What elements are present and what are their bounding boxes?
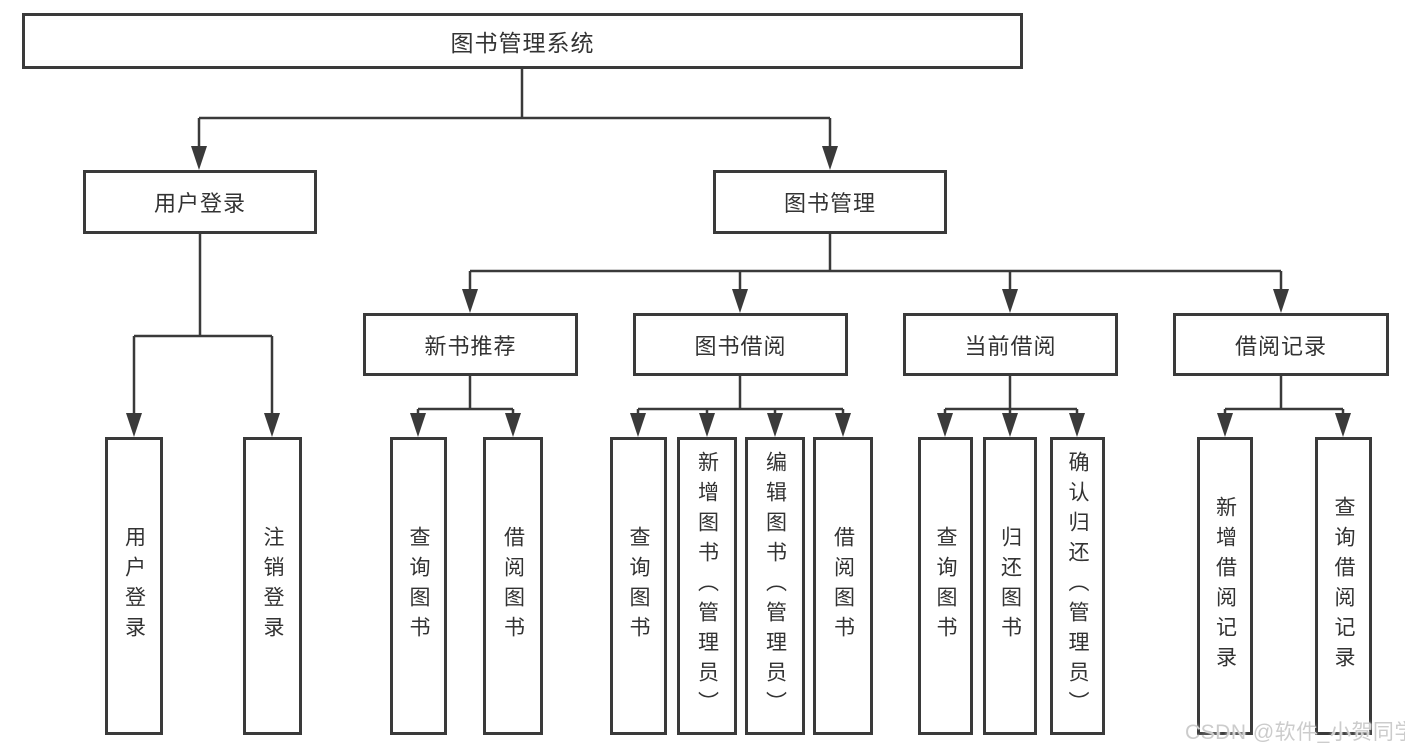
connector-book-management-sections [462,234,1289,313]
arrowhead-icon [732,289,748,313]
leaf-logout-login: 注销登录 [243,437,302,735]
node-label: 编辑图书（管理员） [763,451,787,721]
node-root: 图书管理系统 [22,13,1023,69]
arrowhead-icon [630,413,646,437]
node-current-borrowing: 当前借阅 [903,313,1118,376]
arrowhead-icon [822,146,838,170]
leaf-bb-borrow-books: 借阅图书 [813,437,873,735]
leaf-bb-add-books-admin: 新增图书（管理员） [677,437,737,735]
node-label: 新增借阅记录 [1213,496,1237,676]
leaf-nbr-query-books: 查询图书 [390,437,447,735]
arrowhead-icon [505,413,521,437]
arrowhead-icon [767,413,783,437]
leaf-nbr-borrow-books: 借阅图书 [483,437,543,735]
leaf-user-login: 用户登录 [105,437,163,735]
node-label: 图书管理 [783,191,876,216]
node-label: 归还图书 [998,526,1022,646]
node-user-login: 用户登录 [83,170,317,234]
arrowhead-icon [1217,413,1233,437]
leaf-br-query-borrow-record: 查询借阅记录 [1315,437,1372,735]
node-label: 确认归还（管理员） [1066,451,1089,721]
connector-book-borrowing-children [630,376,851,437]
node-label: 用户登录 [153,191,246,216]
node-book-borrowing: 图书借阅 [633,313,848,376]
leaf-bb-query-books: 查询图书 [610,437,667,735]
node-label: 借阅图书 [831,526,855,646]
leaf-bb-edit-books-admin: 编辑图书（管理员） [745,437,805,735]
connector-borrowing-records-children [1217,376,1351,437]
arrowhead-icon [1335,413,1351,437]
leaf-br-add-borrow-record: 新增借阅记录 [1197,437,1253,735]
node-label: 查询图书 [934,526,957,646]
node-label: 用户登录 [122,526,146,646]
node-label: 新增图书（管理员） [695,451,719,721]
node-label: 查询借阅记录 [1332,496,1355,676]
node-label: 当前借阅 [964,333,1057,359]
arrowhead-icon [410,413,426,437]
arrowhead-icon [191,146,207,170]
arrowhead-icon [462,289,478,313]
leaf-cb-query-books: 查询图书 [918,437,973,735]
arrowhead-icon [1002,413,1018,437]
node-label: 借阅图书 [501,526,525,646]
connector-current-borrowing-children [937,376,1085,437]
node-label: 查询图书 [627,526,650,646]
arrowhead-icon [699,413,715,437]
connector-root-to-level2 [191,68,838,170]
arrowhead-icon [835,413,851,437]
node-label: 新书推荐 [424,333,517,359]
node-book-management: 图书管理 [713,170,947,234]
arrowhead-icon [1002,289,1018,313]
csdn-watermark: CSDN @软件_小贺同学 [1185,721,1405,744]
arrowhead-icon [1069,413,1085,437]
leaf-cb-confirm-return-admin: 确认归还（管理员） [1050,437,1105,735]
node-label: 图书借阅 [694,333,787,359]
node-label: 注销登录 [261,526,284,646]
arrowhead-icon [1273,289,1289,313]
node-borrowing-records: 借阅记录 [1173,313,1389,376]
arrowhead-icon [937,413,953,437]
node-label: 图书管理系统 [450,30,595,56]
connector-new-book-recommend-children [410,376,521,437]
connector-user-login-children [126,234,280,437]
arrowhead-icon [126,413,142,437]
leaf-cb-return-books: 归还图书 [983,437,1037,735]
node-new-book-recommend: 新书推荐 [363,313,578,376]
arrowhead-icon [264,413,280,437]
node-label: 借阅记录 [1234,333,1327,359]
node-label: 查询图书 [407,526,430,646]
